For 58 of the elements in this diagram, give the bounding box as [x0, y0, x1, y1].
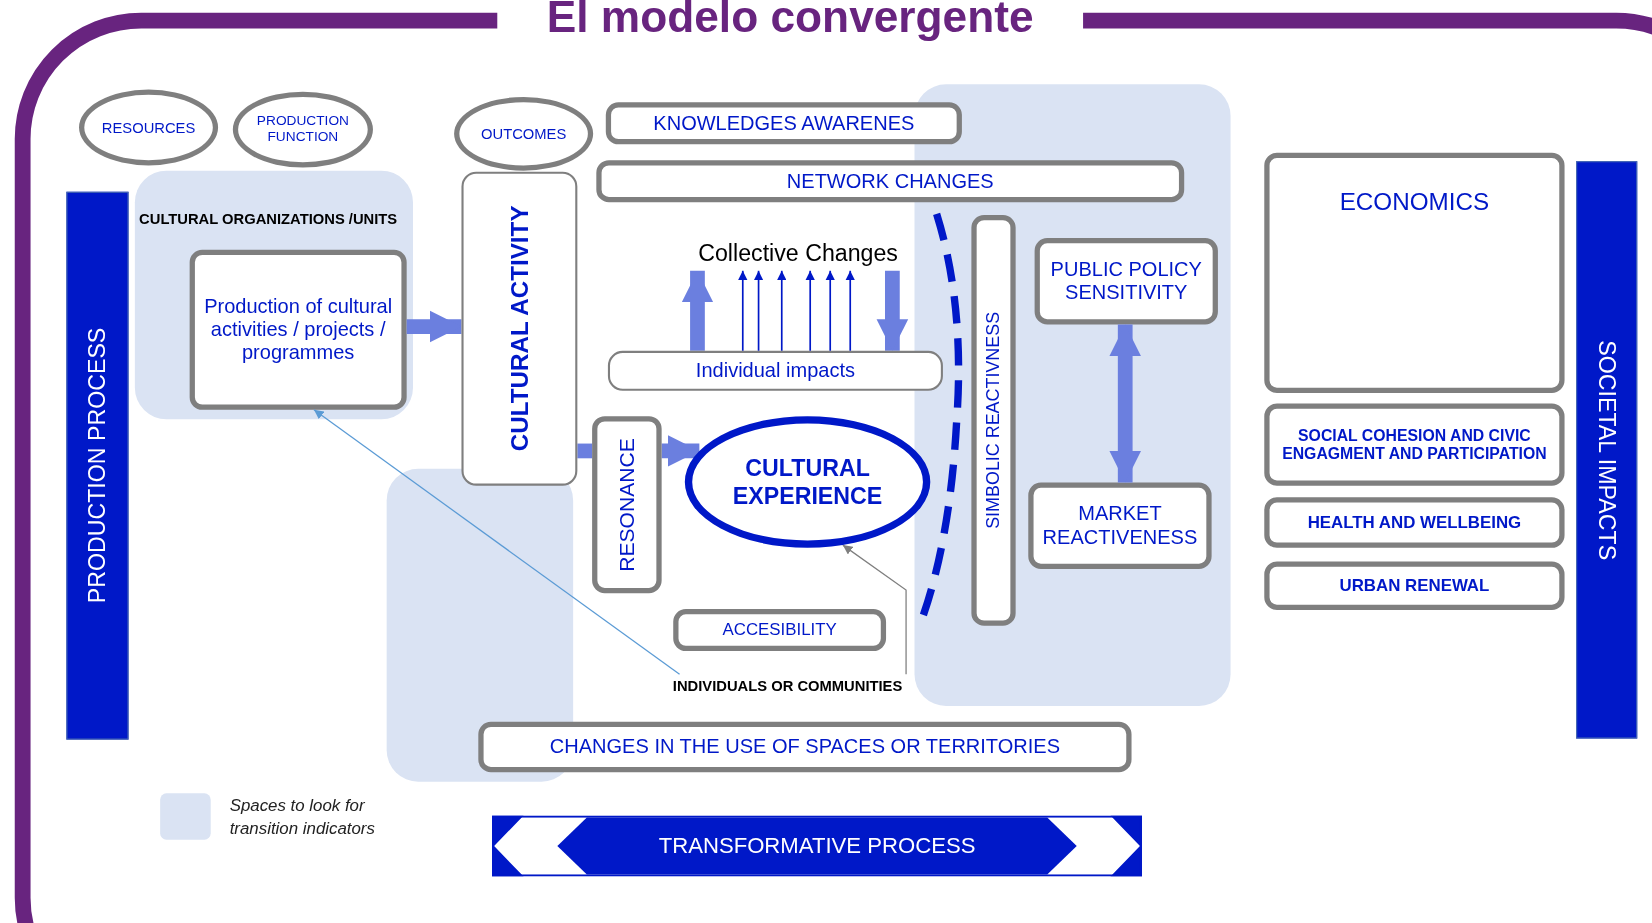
- vertical-box: [971, 214, 1016, 626]
- node-label: PUBLIC POLICY SENSITIVITY: [1049, 258, 1203, 305]
- node-label: MARKET REACTIVENESS: [1041, 502, 1199, 549]
- arrow: [805, 269, 815, 352]
- block-arrow: [1109, 324, 1141, 483]
- caption-text: INDIVIDUALS OR COMMUNITIES: [642, 674, 933, 698]
- shaded-area: [134, 170, 413, 420]
- node-label: KNOWLEDGES AWARENES: [652, 111, 916, 135]
- node-label: ACCESIBILITY: [721, 620, 838, 640]
- node-label: RESOURCES: [100, 119, 197, 136]
- node-label: PRODUCTION PROCESS: [83, 327, 112, 604]
- node-label: TRANSFORMATIVE PROCESS: [657, 833, 977, 859]
- node-label: CULTURAL ACTIVITY: [504, 205, 534, 452]
- node-label: NETWORK CHANGES: [785, 169, 995, 193]
- process-box: [461, 171, 578, 486]
- process-box: [673, 608, 887, 652]
- side-bar: [66, 191, 129, 740]
- block-arrow: [661, 435, 700, 467]
- process-box: [189, 249, 407, 410]
- region-heading: CULTURAL ORGANIZATIONS /UNITS: [139, 210, 398, 228]
- node-label: HEALTH AND WELLBEING: [1306, 512, 1523, 533]
- block-arrow: [406, 310, 462, 343]
- node-label: ECONOMICS: [1338, 187, 1491, 216]
- process-box: [1264, 152, 1565, 393]
- caption-text: Collective Changes: [674, 237, 922, 271]
- arrow: [845, 269, 855, 352]
- process-box: [596, 160, 1185, 203]
- block-arrow: [681, 270, 714, 351]
- node-label: SOCIETAL IMPACTS: [1592, 339, 1621, 560]
- process-box: [1264, 497, 1565, 548]
- process-box: [1264, 561, 1565, 610]
- node-label: SIMBOLIC REACTIVNESS: [982, 311, 1005, 529]
- process-box: [1034, 238, 1218, 325]
- node-label: CHANGES IN THE USE OF SPACES OR TERRITORIES: [548, 735, 1061, 759]
- process-box: [478, 721, 1132, 773]
- block-arrow: [876, 270, 909, 351]
- node-label: URBAN RENEWAL: [1338, 576, 1491, 596]
- node-label: OUTCOMES: [480, 125, 568, 143]
- vertical-box: [592, 416, 662, 594]
- process-box: [605, 102, 962, 145]
- process-box: [1028, 482, 1212, 569]
- node-label: CULTURAL EXPERIENCE: [731, 455, 884, 509]
- leader-line: [313, 409, 681, 675]
- arrow: [738, 269, 748, 352]
- node-label: Individual impacts: [694, 359, 856, 383]
- node-label: RESONANCE: [613, 437, 639, 572]
- side-bar: [1576, 161, 1638, 739]
- process-box: [607, 350, 943, 391]
- node-label: PRODUCTION FUNCTION: [255, 113, 350, 146]
- arrow: [825, 269, 835, 352]
- arrow: [753, 269, 764, 352]
- node-label: Production of cultural activities / projects / programmes: [203, 295, 394, 365]
- node-label: SOCIAL COHESION AND CIVIC ENGAGMENT AND PARTICIPATION: [1281, 426, 1548, 463]
- arrow: [777, 269, 787, 352]
- legend-text: Spaces to look for transition indicators: [229, 795, 376, 840]
- leader-line: [842, 544, 907, 675]
- title: El modelo convergente: [497, 0, 1084, 43]
- process-box: [1264, 403, 1565, 486]
